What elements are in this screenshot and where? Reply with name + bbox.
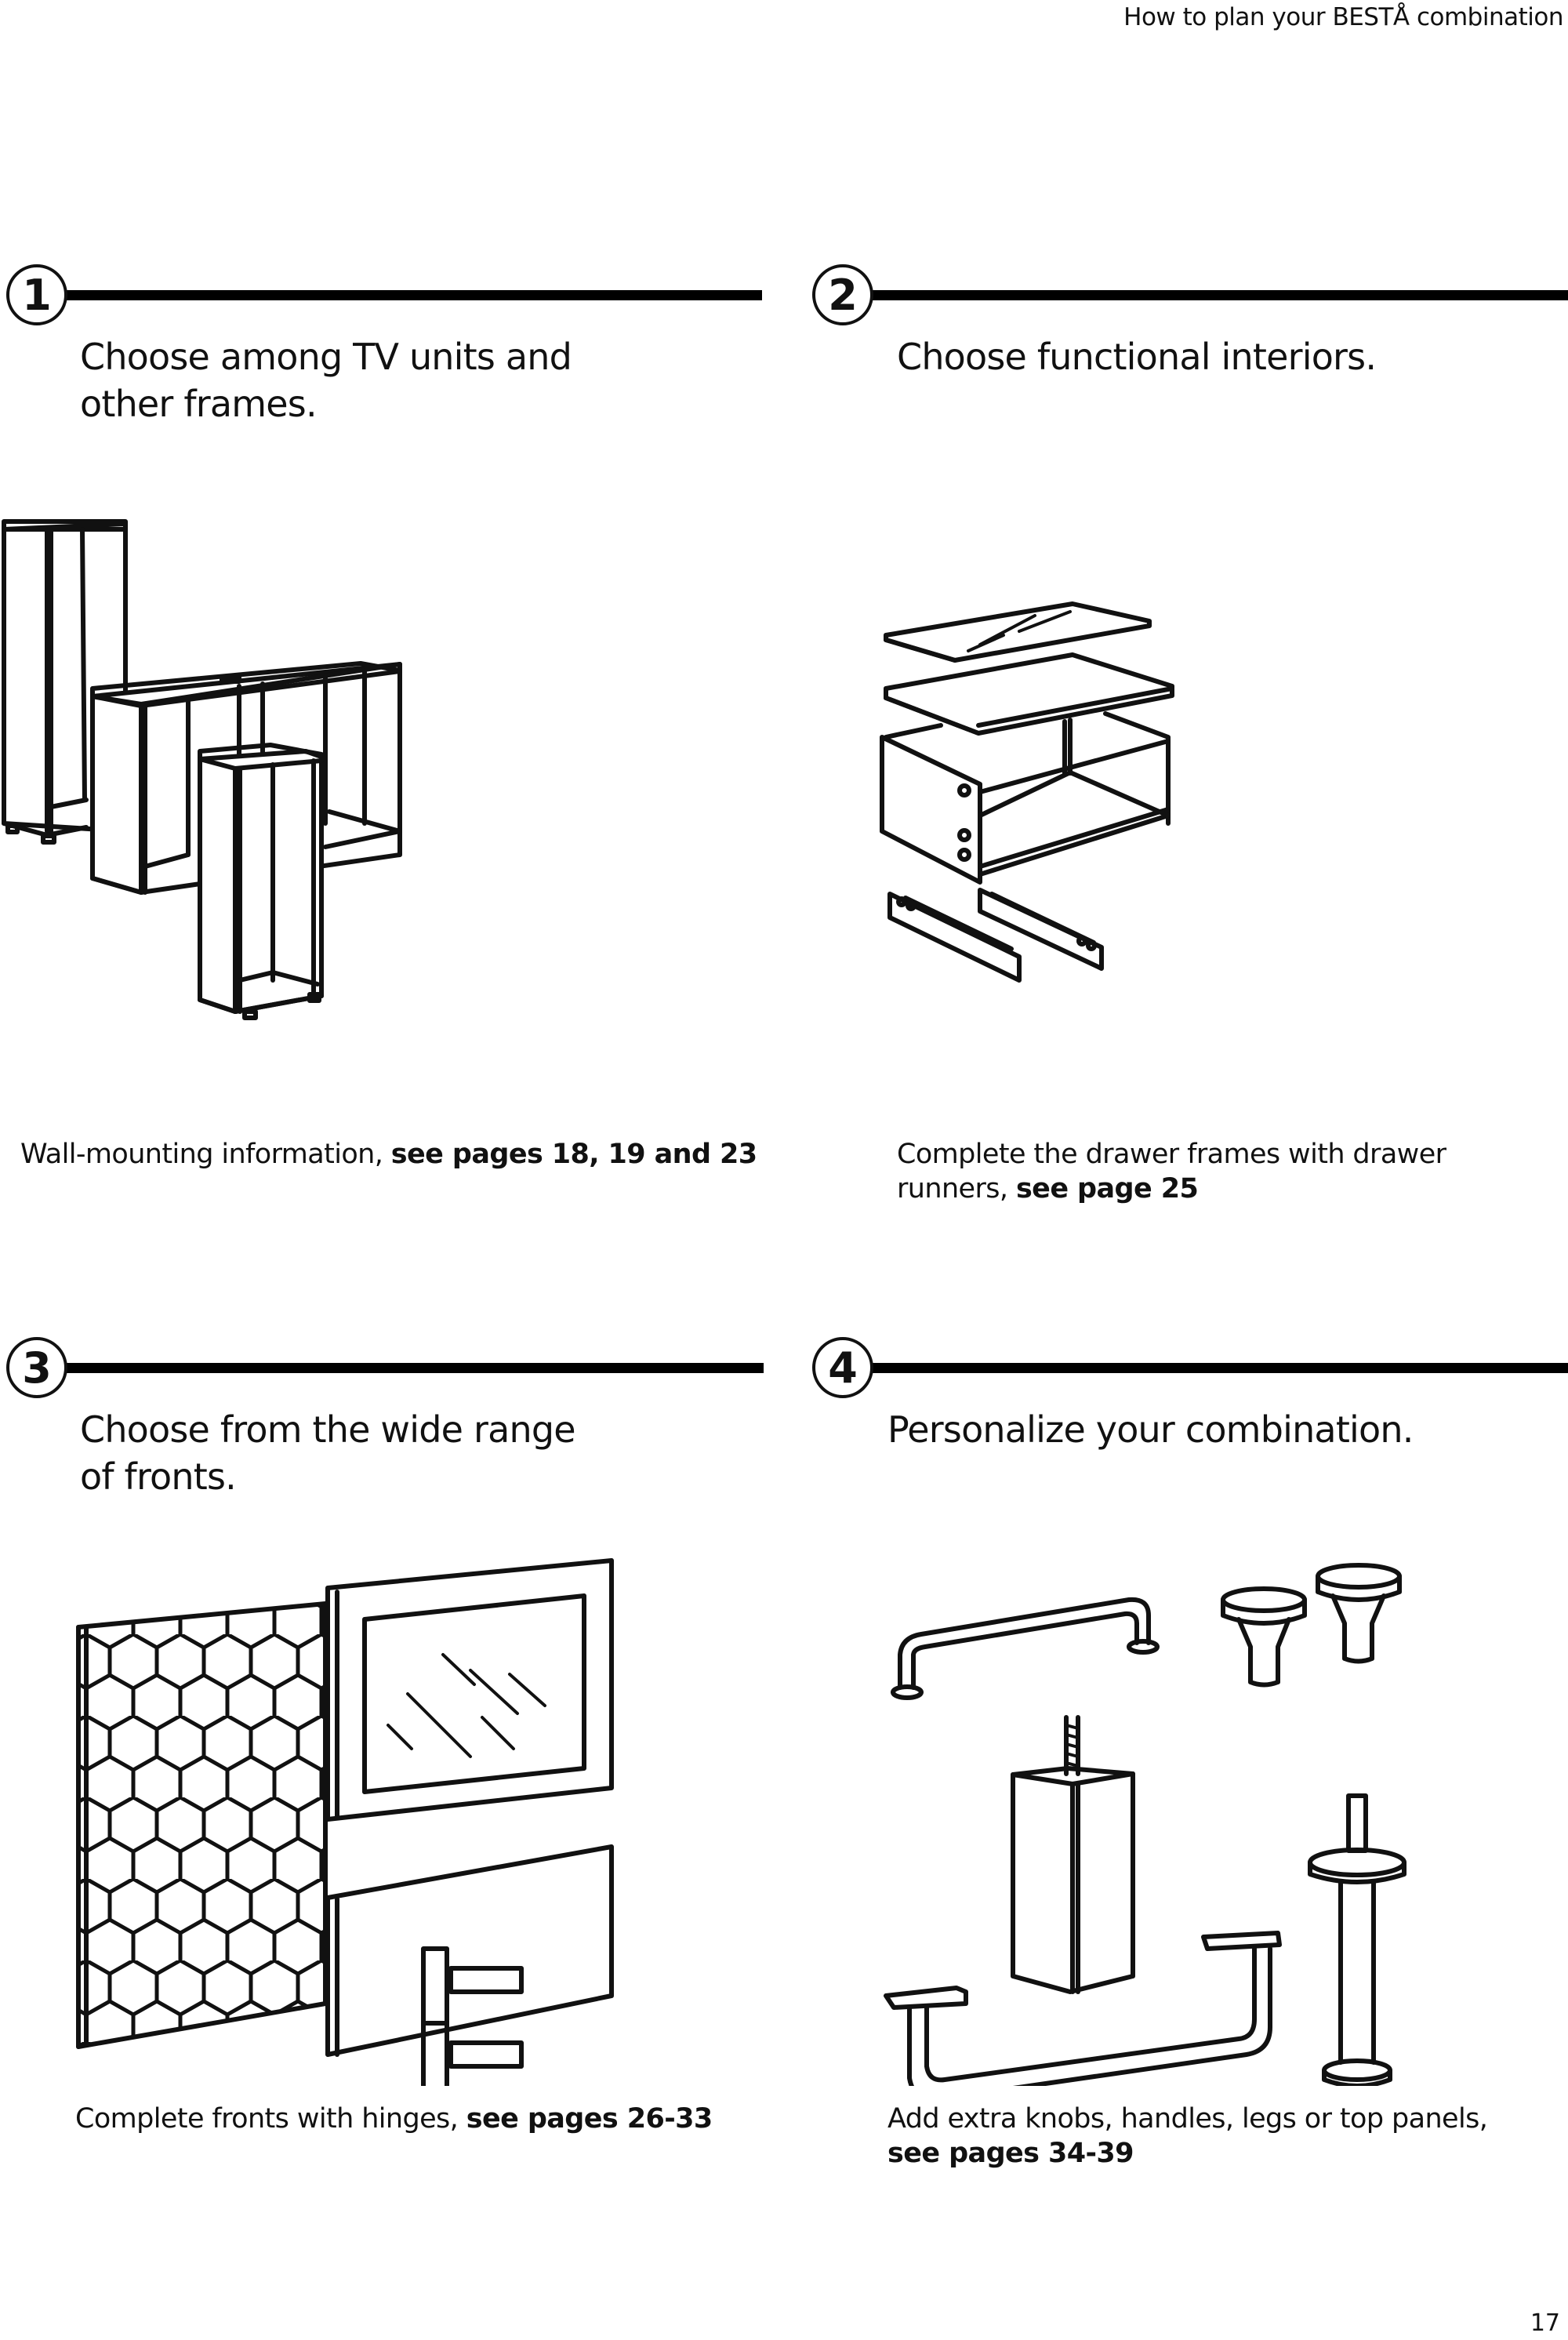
caption-text: Wall-mounting information, [20, 1139, 391, 1170]
step-4: 4 Personalize your combination. [812, 1337, 1568, 1494]
step-divider [872, 290, 1568, 300]
step-divider [66, 290, 762, 300]
step-heading: Choose functional interiors. [897, 336, 1377, 378]
step-1-caption: Wall-mounting information, see pages 18,… [20, 1137, 773, 1172]
handle-icon [891, 1597, 1160, 1700]
step-3-caption: Complete fronts with hinges, see pages 2… [75, 2102, 781, 2136]
caption-text: Complete fronts with hinges, [75, 2103, 466, 2135]
step-1: 1 Choose among TV units and other frames… [6, 264, 762, 460]
step-2-caption: Complete the drawer frames with drawer r… [897, 1137, 1540, 1206]
step-number-badge: 1 [6, 264, 67, 325]
drawer-frame [880, 711, 1171, 885]
page-reference-link[interactable]: see pages 26-33 [466, 2103, 713, 2135]
drawer-runner-right [978, 888, 1104, 971]
drawer-front [325, 1844, 614, 2057]
accessories-icon [884, 1563, 1406, 2086]
step-number-badge: 3 [6, 1337, 67, 1398]
step-heading: Choose among TV units and other frames. [80, 336, 572, 425]
step-heading: Personalize your combination. [887, 1408, 1414, 1451]
fronts-icon [76, 1558, 614, 2086]
step-number-badge: 2 [812, 264, 873, 325]
drawer-runner-left [887, 892, 1022, 983]
step-4-caption: Add extra knobs, handles, legs or top pa… [887, 2102, 1546, 2171]
glass-shelf [884, 601, 1152, 663]
caption-text: Complete the drawer frames with drawer r… [897, 1139, 1446, 1205]
round-leg-icon [1308, 1793, 1406, 2086]
page-reference-link[interactable]: see pages 18, 19 and 23 [390, 1139, 757, 1170]
square-leg-icon [1011, 1715, 1135, 1994]
step-divider [872, 1363, 1568, 1373]
running-title: How to plan your BESTÅ combination [1123, 3, 1563, 31]
small-frame [198, 743, 324, 1020]
top-rail-icon [884, 1931, 1282, 2086]
caption-text: Add extra knobs, handles, legs or top pa… [887, 2103, 1488, 2135]
step-heading: Choose from the wide range of fronts. [80, 1408, 576, 1498]
knob-icon [1221, 1586, 1307, 1688]
knob-icon [1316, 1563, 1402, 1664]
frames-icon [2, 519, 402, 1020]
step-2: 2 Choose functional interiors. [812, 264, 1568, 421]
glass-door-front [325, 1558, 614, 1822]
shelf [884, 652, 1174, 736]
drawer-icon [880, 601, 1174, 983]
hinges [421, 1946, 524, 2086]
hexagon-front [76, 1601, 328, 2049]
step-divider [66, 1363, 764, 1373]
page-number: 17 [1530, 2309, 1560, 2337]
page-reference-link[interactable]: see pages 34-39 [887, 2138, 1134, 2169]
page-reference-link[interactable]: see page 25 [1015, 1173, 1199, 1205]
step-3: 3 Choose from the wide range of fronts. [6, 1337, 764, 1525]
step-number-badge: 4 [812, 1337, 873, 1398]
